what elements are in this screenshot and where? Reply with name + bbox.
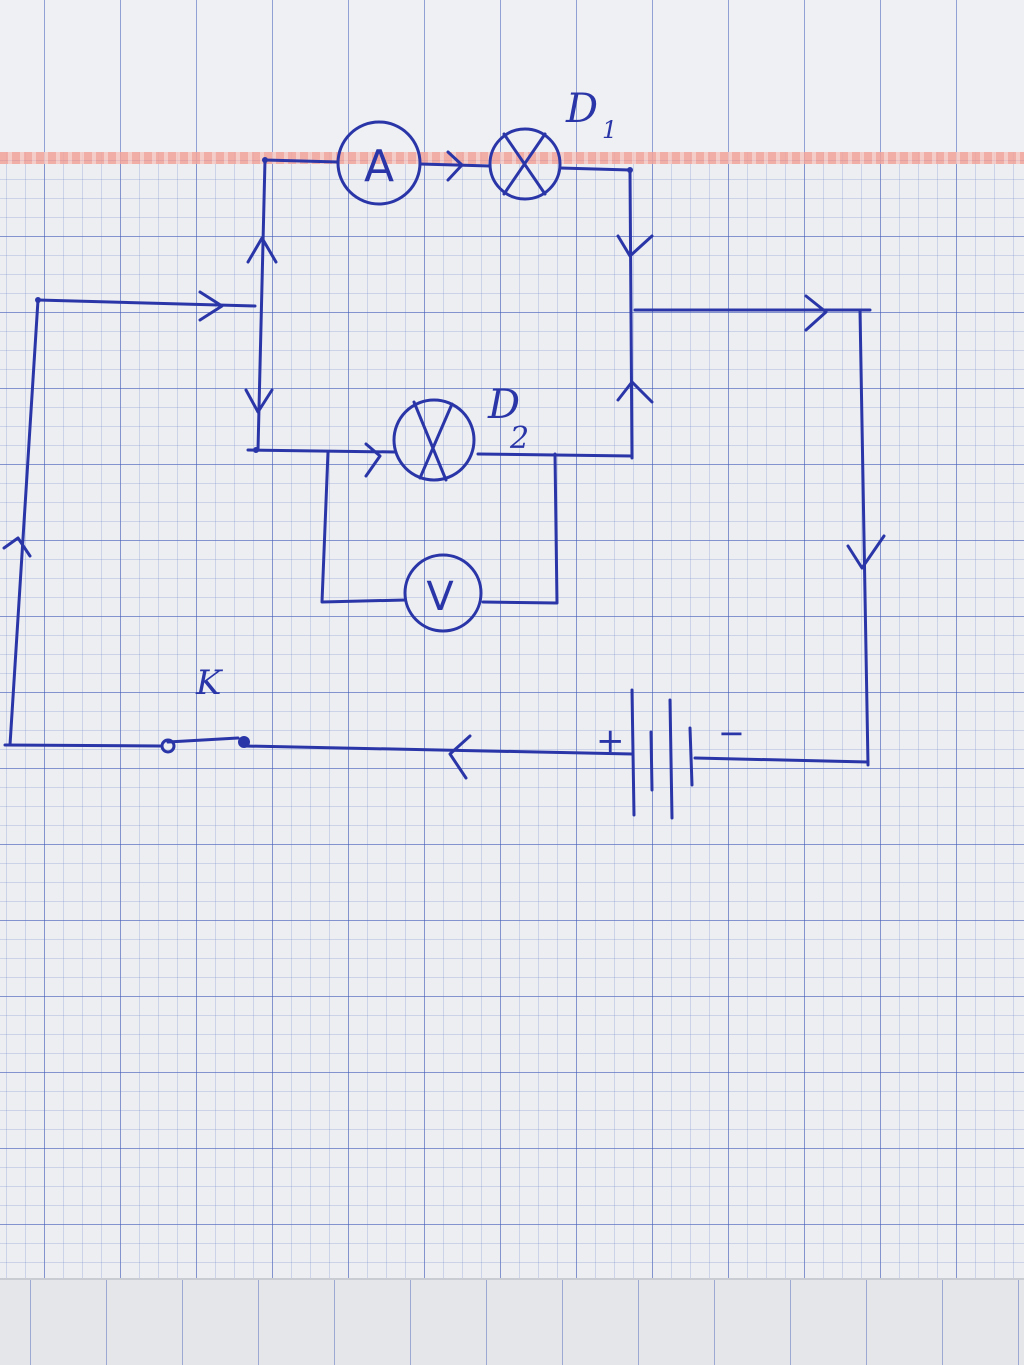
paper-top-strip xyxy=(0,0,1024,152)
switch-contact-right xyxy=(238,736,250,748)
wire-outer-right-vertical xyxy=(858,308,870,767)
battery-plate-short-2 xyxy=(688,726,694,787)
junctions xyxy=(35,157,633,453)
battery-plate-long-1 xyxy=(630,688,636,817)
wire-outer-left-vertical xyxy=(8,298,40,747)
voltmeter: V xyxy=(403,553,483,633)
lamp-d2-cross xyxy=(412,400,454,482)
switch-lever xyxy=(166,736,240,744)
arrow-icon xyxy=(244,388,274,414)
wire-bottom-left xyxy=(3,743,162,748)
arrow-icon xyxy=(2,536,32,558)
battery-plus-sign: + xyxy=(596,721,625,761)
arrow-icon xyxy=(446,150,464,182)
lamp-d2-subscript: 2 xyxy=(509,421,529,456)
wire-inner-left-vertical xyxy=(256,158,267,452)
switch-k: K xyxy=(160,663,250,754)
junction-dot xyxy=(627,167,633,173)
wire-voltmeter-right xyxy=(481,452,559,605)
lamp-d1-label: D xyxy=(565,86,598,132)
wire-ammeter-lamp1 xyxy=(418,162,492,168)
ammeter-symbol: A xyxy=(364,141,394,192)
lamp-d2-circle xyxy=(392,398,476,482)
wire-voltmeter-left xyxy=(320,450,407,604)
lamp-d1: D 1 xyxy=(488,86,617,201)
lamp-d2: D 2 xyxy=(392,382,529,482)
red-margin-line xyxy=(0,152,1024,164)
switch-label: K xyxy=(195,663,224,703)
voltmeter-circle xyxy=(403,553,483,633)
junction-dot xyxy=(262,157,268,163)
junction-dot xyxy=(253,447,259,453)
battery-plate-long-2 xyxy=(668,698,674,820)
battery: + − xyxy=(596,688,745,820)
battery-plate-short-1 xyxy=(649,730,654,792)
next-page-edge xyxy=(0,1278,1024,1365)
wire-top-left xyxy=(263,158,340,164)
lamp-d1-circle xyxy=(488,127,562,201)
lamp-d1-cross xyxy=(502,132,547,196)
ammeter-circle xyxy=(336,120,422,206)
voltmeter-symbol: V xyxy=(426,574,454,620)
wire-lamp1-right xyxy=(558,166,632,172)
wire-bottom-middle xyxy=(243,744,634,756)
arrow-icon xyxy=(804,294,828,332)
arrow-icon xyxy=(616,380,654,404)
arrow-icon xyxy=(448,734,472,780)
junction-dot xyxy=(35,297,41,303)
ammeter: A xyxy=(336,120,422,206)
arrow-icon xyxy=(616,234,654,258)
wire-d2-left xyxy=(246,448,397,454)
arrow-icon xyxy=(364,442,382,478)
wires xyxy=(3,158,872,767)
wire-inner-right-vertical xyxy=(628,168,634,460)
arrow-icon xyxy=(846,534,886,570)
battery-minus-sign: − xyxy=(718,714,745,752)
wire-bottom-right xyxy=(693,756,870,764)
lamp-d2-label: D xyxy=(487,382,520,428)
switch-contact-left xyxy=(160,738,176,754)
current-arrows xyxy=(2,150,886,780)
arrow-icon xyxy=(246,236,278,264)
lamp-d1-subscript: 1 xyxy=(602,116,617,144)
arrow-icon xyxy=(198,290,224,322)
